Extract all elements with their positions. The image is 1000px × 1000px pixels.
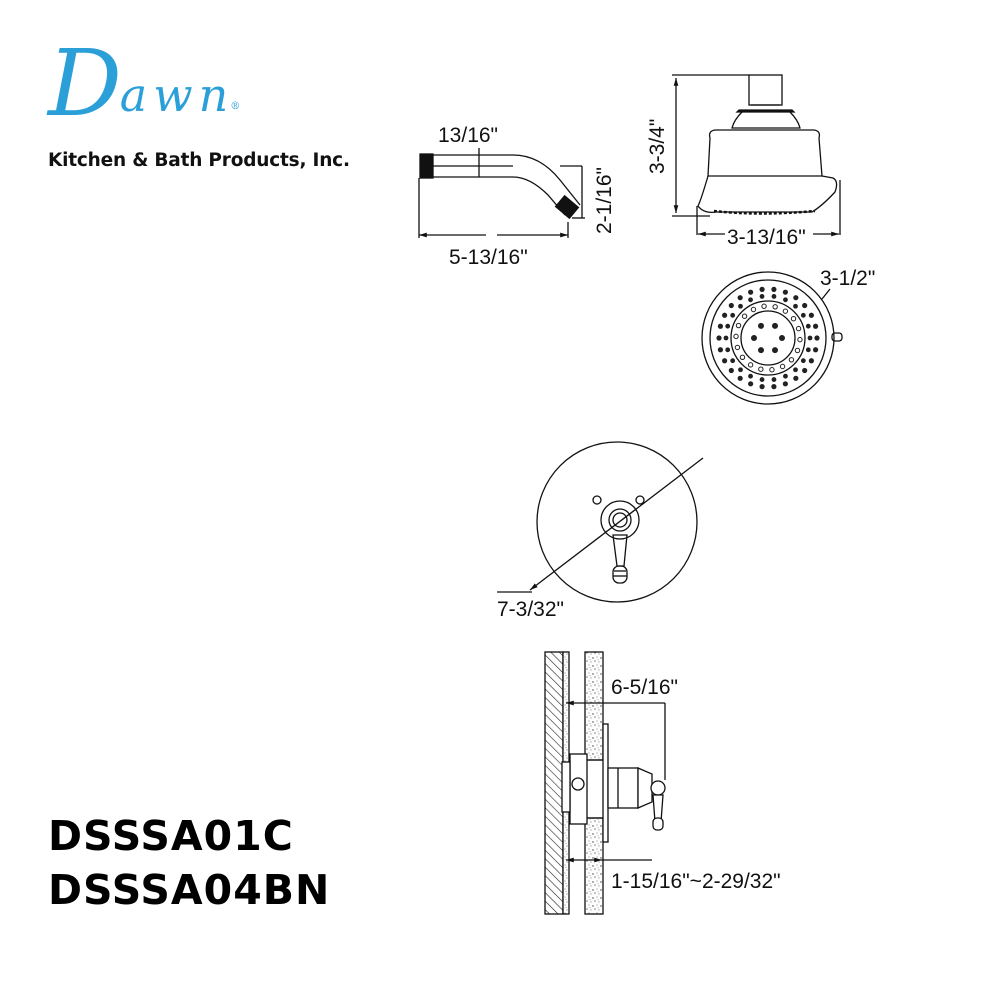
logo-initial: D [48, 30, 122, 137]
head-height-label: 3-3/4" [646, 119, 669, 174]
arm-diameter-label: 13/16" [438, 124, 498, 147]
trim-diameter-label: 7-3/32" [497, 598, 564, 621]
head-width-label: 3-13/16" [727, 226, 806, 249]
dawn-logo: Dawn® [48, 38, 244, 130]
shower-arm-drawing [418, 148, 585, 238]
company-name: Kitchen & Bath Products, Inc. [48, 150, 350, 171]
head-diameter-label: 3-1/2" [820, 267, 875, 290]
trim-plate-front-drawing [497, 441, 704, 603]
shower-head-side-drawing [672, 74, 841, 237]
wall-range-label: 1-15/16"~2-29/32" [611, 870, 781, 893]
arm-drop-label: 2-1/16" [593, 167, 616, 234]
spray-nozzles [716, 286, 820, 390]
registered-mark: ® [230, 101, 241, 112]
model-number-1: DSSSA01C [48, 812, 294, 860]
valve-section-drawing [544, 651, 666, 915]
model-number-2: DSSSA04BN [48, 866, 331, 914]
valve-projection-label: 6-5/16" [611, 676, 678, 699]
arm-length-label: 5-13/16" [449, 246, 528, 269]
logo-rest: awn [119, 68, 235, 122]
shower-head-face-drawing [701, 271, 843, 405]
